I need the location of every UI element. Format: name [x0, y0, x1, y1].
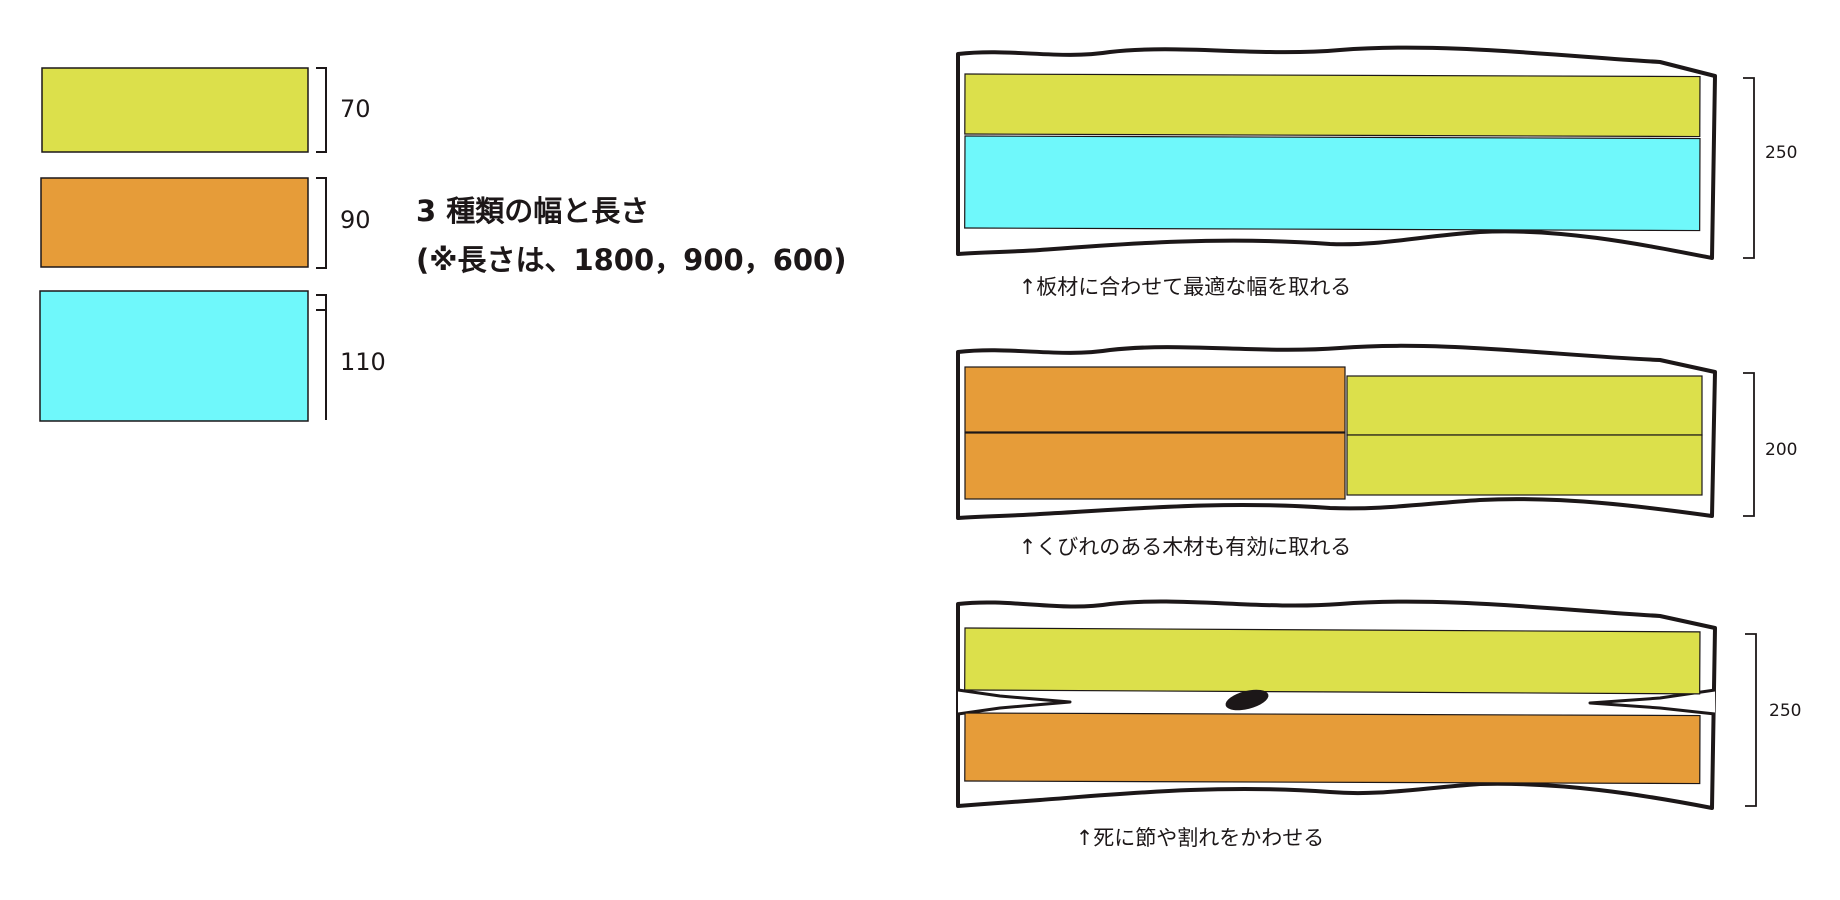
dimension-bracket [1743, 77, 1755, 259]
example-optimal-width: 250 ↑板材に合わせて最適な幅を取れる [956, 45, 1797, 299]
orange-board-90 [964, 712, 1701, 785]
orange-board-90 [964, 432, 1346, 500]
example-caption: ↑死に節や割れをかわせる [1076, 826, 1325, 850]
dimension-label: 200 [1765, 440, 1797, 460]
yellow-board-70 [964, 73, 1701, 138]
dimension-bracket-90 [316, 177, 327, 269]
widths-title: 3 種類の幅と長さ [416, 194, 649, 228]
example-caption: ↑くびれのある木材も有効に取れる [1019, 535, 1352, 559]
board-width-label-110: 110 [340, 348, 386, 376]
dimension-label: 250 [1769, 701, 1801, 721]
dimension-bracket [1743, 372, 1755, 517]
crack-left [957, 688, 1072, 716]
board-swatch-90 [40, 177, 309, 268]
lengths-note: (※長さは、1800，900，600) [416, 243, 846, 277]
dimension-bracket-110 [316, 294, 327, 420]
orange-board-90 [964, 366, 1346, 433]
board-width-label-90: 90 [340, 206, 371, 234]
yellow-board-70 [1346, 375, 1703, 436]
crack-right [1588, 688, 1716, 716]
yellow-board-70 [1346, 434, 1703, 496]
dead-knot [1225, 689, 1269, 711]
yellow-board-70 [964, 627, 1701, 695]
board-swatch-110 [39, 290, 309, 422]
board-widths-legend: 70 90 110 [39, 67, 386, 422]
dimension-label: 250 [1765, 143, 1797, 163]
example-caption: ↑板材に合わせて最適な幅を取れる [1019, 275, 1352, 299]
dimension-bracket-70 [316, 67, 327, 153]
board-width-label-70: 70 [340, 95, 371, 123]
example-waisted-log: 200 ↑くびれのある木材も有効に取れる [956, 343, 1797, 559]
example-avoid-defects: 250 ↑死に節や割れをかわせる [956, 599, 1801, 850]
board-swatch-70 [41, 67, 309, 153]
cyan-board-110 [964, 135, 1701, 232]
dimension-bracket [1745, 633, 1757, 807]
